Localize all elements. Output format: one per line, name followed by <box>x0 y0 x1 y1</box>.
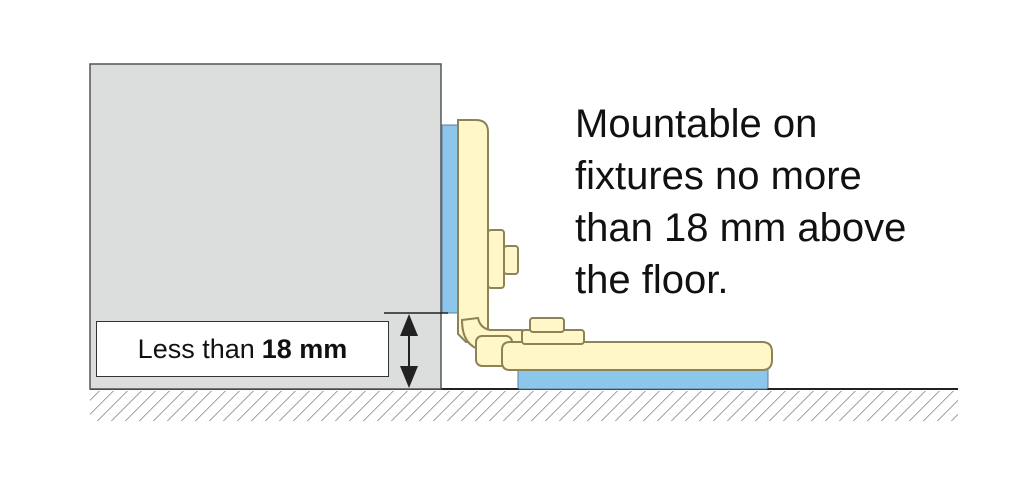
caption-line: than 18 mm above <box>575 206 907 250</box>
vertical-bolt-head <box>503 245 519 275</box>
foot-bolt-head <box>529 317 565 333</box>
dimension-label-prefix: Less than <box>137 333 255 364</box>
dimension-label-value: 18 mm <box>261 333 348 364</box>
caption-text: Mountable on fixtures no more than 18 mm… <box>575 98 995 306</box>
dimension-label-box: Less than 18 mm <box>96 321 389 377</box>
caption-line: Mountable on <box>575 102 818 146</box>
wall-pad <box>441 124 459 314</box>
vertical-bracket <box>457 119 489 343</box>
caption-line: fixtures no more <box>575 154 862 198</box>
floor-hatching <box>90 391 958 421</box>
vertical-bolt <box>487 229 505 289</box>
caption-line: the floor. <box>575 258 729 302</box>
dimension-arrow-up <box>400 314 418 336</box>
horizontal-bracket <box>501 341 773 371</box>
dimension-arrow-down <box>400 366 418 388</box>
